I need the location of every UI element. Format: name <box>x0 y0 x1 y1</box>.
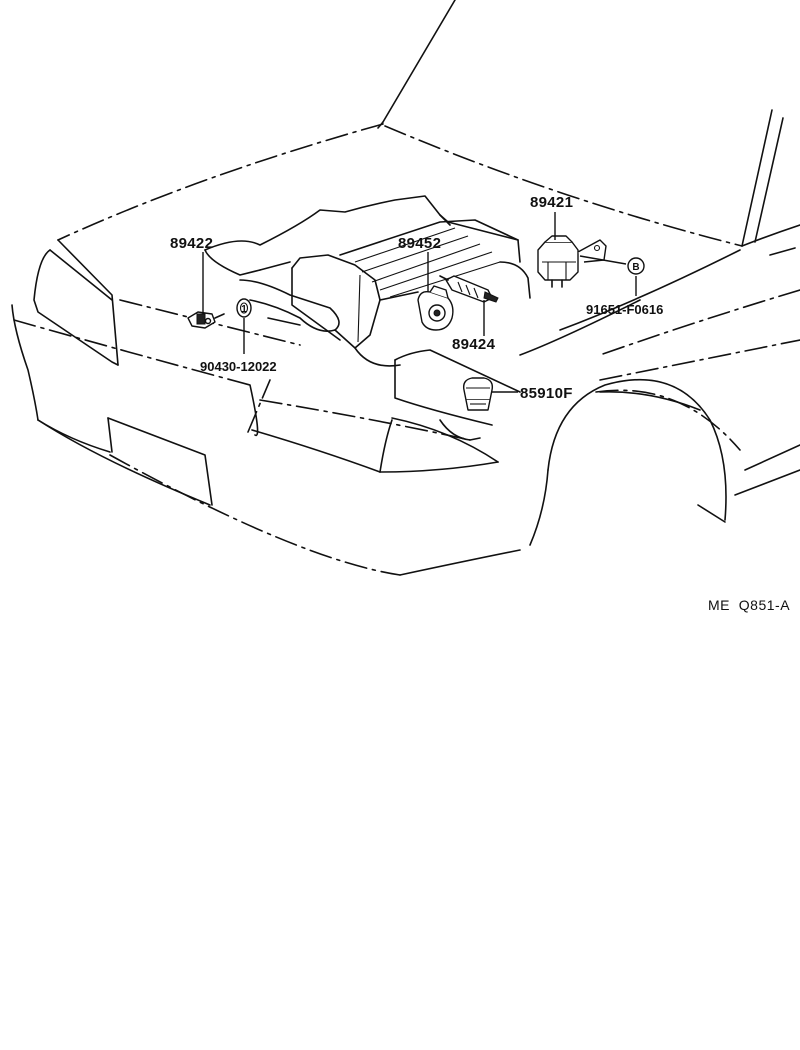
marker-b: B <box>627 257 645 275</box>
label-89424: 89424 <box>452 336 496 353</box>
part-89422-sensor <box>187 311 225 329</box>
label-89421: 89421 <box>530 194 573 211</box>
label-91651: 91651-F0616 <box>586 302 663 317</box>
part-89452-sensor <box>417 285 454 331</box>
marker-1-text: 1 <box>241 304 247 315</box>
label-89422: 89422 <box>170 235 213 252</box>
marker-b-text: B <box>632 262 639 273</box>
engine-bay <box>204 195 531 367</box>
leader-lines <box>202 212 637 393</box>
label-89452: 89452 <box>398 235 441 252</box>
part-85910F-switch <box>462 377 494 411</box>
diagram-ref-code: ME Q851-A <box>708 597 790 613</box>
car-body-outline <box>11 0 800 576</box>
label-85910F: 85910F <box>520 385 573 402</box>
part-89421-sensor <box>537 235 607 288</box>
label-90430: 90430-12022 <box>200 359 277 374</box>
part-89424-sensor <box>439 275 499 303</box>
marker-1: 1 <box>241 304 247 315</box>
part-90430-gasket <box>236 298 252 318</box>
